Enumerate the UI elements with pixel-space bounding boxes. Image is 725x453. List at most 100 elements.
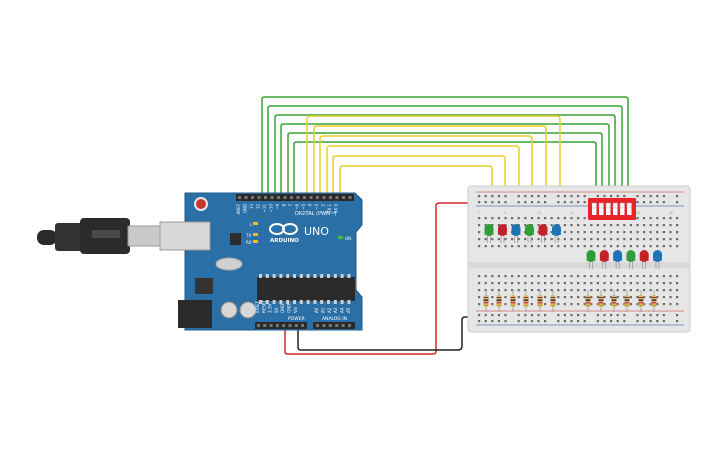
breadboard-hole xyxy=(577,231,580,234)
breadboard-hole xyxy=(563,296,566,299)
breadboard-hole xyxy=(577,245,580,248)
breadboard-hole xyxy=(669,238,672,241)
breadboard-hole xyxy=(504,238,507,241)
chip-pin xyxy=(265,300,269,304)
rail-hole xyxy=(530,201,533,204)
breadboard-hole xyxy=(544,296,547,299)
digital-label: DIGITAL (PWM~) xyxy=(295,211,337,217)
breadboard-hole xyxy=(491,224,494,227)
reset-button[interactable] xyxy=(194,197,208,211)
rail-hole xyxy=(656,320,659,323)
rail-hole xyxy=(491,201,494,204)
digital-pin-label: ~3 xyxy=(314,204,319,210)
chip-pin xyxy=(306,274,310,278)
breadboard-hole xyxy=(478,275,481,278)
resistors xyxy=(483,290,657,312)
breadboard-hole xyxy=(656,245,659,248)
resistor-band xyxy=(638,297,644,299)
breadboard-hole xyxy=(524,217,527,220)
header-hole xyxy=(257,324,260,327)
breadboard[interactable]: 151015202530 xyxy=(467,185,691,333)
header-hole xyxy=(269,324,273,327)
resistor-band xyxy=(585,302,591,304)
header-hole xyxy=(301,324,305,327)
breadboard-hole xyxy=(676,296,679,299)
rail-hole xyxy=(616,314,619,317)
header-hole xyxy=(277,196,280,199)
analog-header xyxy=(313,322,355,329)
breadboard-hole xyxy=(530,217,533,220)
breadboard-hole xyxy=(616,289,619,292)
breadboard-hole xyxy=(570,224,573,227)
breadboard-hole xyxy=(676,289,679,292)
dip-key-slider xyxy=(591,202,597,209)
header-hole xyxy=(309,196,313,199)
rail-hole xyxy=(497,314,500,317)
rail-hole xyxy=(557,201,560,204)
rail-hole xyxy=(649,195,652,198)
breadboard-hole xyxy=(583,303,586,306)
breadboard-hole xyxy=(544,275,547,278)
rail-hole xyxy=(603,314,606,317)
breadboard-hole xyxy=(517,303,520,306)
rail-hole xyxy=(596,320,599,323)
breadboard-hole xyxy=(570,217,573,220)
rail-hole xyxy=(570,201,573,204)
resistor-band xyxy=(496,297,502,299)
rail-hole xyxy=(577,195,580,198)
breadboard-hole xyxy=(478,289,481,292)
rail-hole xyxy=(676,320,679,323)
breadboard-hole xyxy=(504,217,507,220)
header-hole xyxy=(275,324,279,327)
breadboard-hole xyxy=(623,245,626,248)
header-hole xyxy=(348,324,351,327)
breadboard-hole xyxy=(590,275,593,278)
resistor-band xyxy=(598,302,604,304)
breadboard-hole xyxy=(530,289,533,292)
dip-switch[interactable] xyxy=(588,198,636,220)
breadboard-hole xyxy=(676,282,679,285)
breadboard-hole xyxy=(590,231,593,234)
breadboard-hole xyxy=(669,303,672,306)
breadboard-hole xyxy=(570,282,573,285)
header-hole xyxy=(270,196,274,199)
resistor-band xyxy=(483,304,489,306)
breadboard-hole xyxy=(530,245,533,248)
digital-pin-label: ~10 xyxy=(269,204,274,213)
header-hole xyxy=(288,324,292,327)
resistor-band xyxy=(483,299,489,301)
breadboard-hole xyxy=(669,289,672,292)
breadboard-hole xyxy=(478,224,481,227)
breadboard-hole xyxy=(530,282,533,285)
breadboard-hole xyxy=(563,289,566,292)
breadboard-hole xyxy=(590,224,593,227)
breadboard-hole xyxy=(537,217,540,220)
breadboard-hole xyxy=(662,296,665,299)
resistor-band xyxy=(496,299,502,301)
header-hole xyxy=(322,324,326,327)
resistor-band xyxy=(523,302,529,304)
breadboard-hole xyxy=(596,275,599,278)
breadboard-hole xyxy=(603,303,606,306)
resistor-band xyxy=(585,304,591,306)
resistor-band xyxy=(537,299,543,301)
breadboard-hole xyxy=(629,231,632,234)
brand-label: ARDUINO xyxy=(270,238,299,244)
column-number: 10 xyxy=(537,211,541,215)
breadboard-hole xyxy=(649,217,652,220)
breadboard-hole xyxy=(649,275,652,278)
breadboard-hole xyxy=(603,296,606,299)
rail-hole xyxy=(603,320,606,323)
arduino-uno-board[interactable]: ARDUINO UNO DIGITAL (PWM~) POWER ANALOG … xyxy=(159,192,363,331)
rail-hole xyxy=(544,201,547,204)
power-header xyxy=(255,322,307,329)
breadboard-hole xyxy=(497,217,500,220)
breadboard-hole xyxy=(570,289,573,292)
breadboard-hole xyxy=(550,282,553,285)
breadboard-hole xyxy=(590,245,593,248)
breadboard-hole xyxy=(649,282,652,285)
breadboard-hole xyxy=(570,245,573,248)
digital-pin-label: GND xyxy=(243,204,248,213)
led-rim xyxy=(613,259,623,261)
power-pin-label: RESET xyxy=(261,300,266,313)
